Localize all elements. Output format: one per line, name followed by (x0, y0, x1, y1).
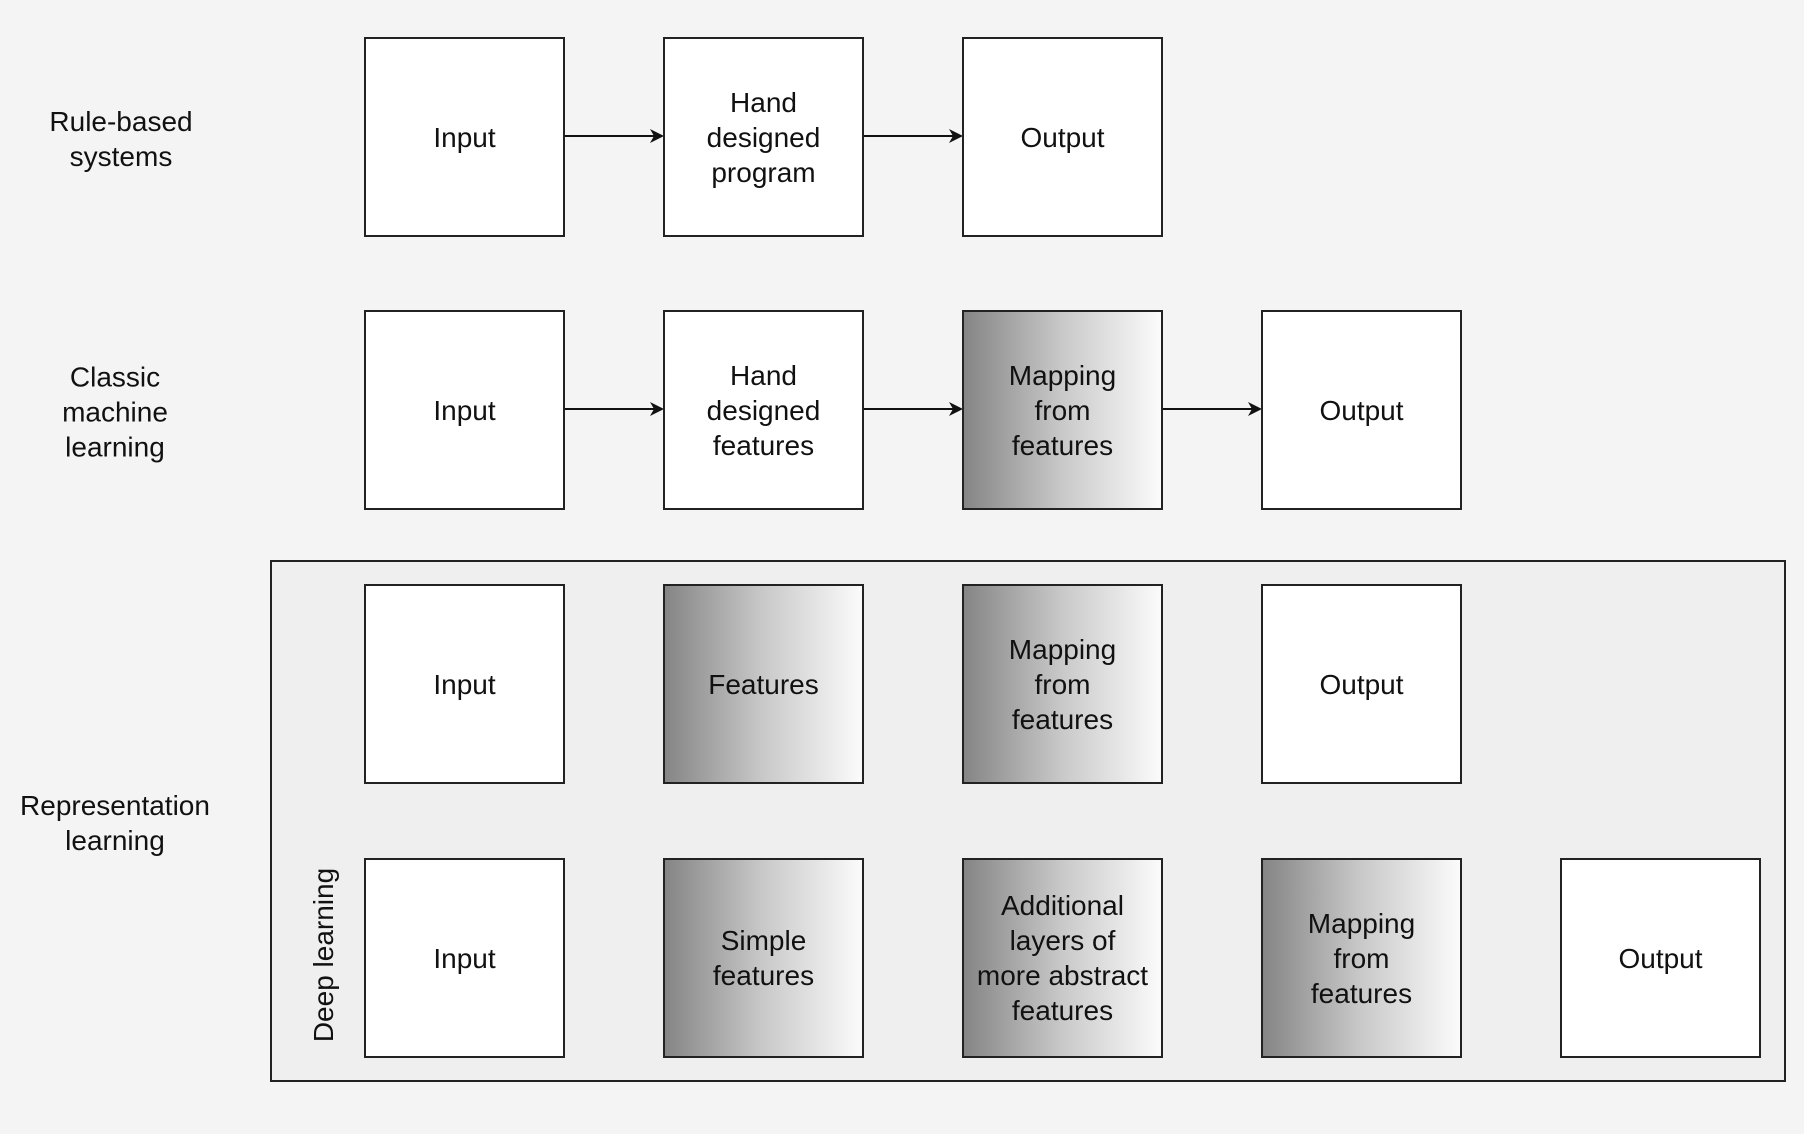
deep-learning-node-4: Mapping from features (1261, 858, 1462, 1058)
representation-node-4: Output (1261, 584, 1462, 784)
deep-learning-node-5: Output (1560, 858, 1761, 1058)
representation-learning-label: Representation learning (20, 790, 210, 856)
representation-node-2: Features (663, 584, 864, 784)
classic-ml-label: Classic machine learning (62, 361, 168, 463)
classic-ml-node-4: Output (1261, 310, 1462, 510)
rule-based-node-3: Output (962, 37, 1163, 237)
deep-learning-node-1: Input (364, 858, 565, 1058)
deep-learning-node-3: Additional layers of more abstract featu… (962, 858, 1163, 1058)
deep-learning-node-2: Simple features (663, 858, 864, 1058)
representation-node-1: Input (364, 584, 565, 784)
classic-ml-node-1: Input (364, 310, 565, 510)
representation-node-3: Mapping from features (962, 584, 1163, 784)
rule-based-node-2: Hand designed program (663, 37, 864, 237)
classic-ml-node-3: Mapping from features (962, 310, 1163, 510)
rule-based-node-1: Input (364, 37, 565, 237)
rule-based-label: Rule-based systems (49, 106, 193, 172)
deep-learning-label: Deep learning (308, 867, 339, 1043)
classic-ml-node-2: Hand designed features (663, 310, 864, 510)
